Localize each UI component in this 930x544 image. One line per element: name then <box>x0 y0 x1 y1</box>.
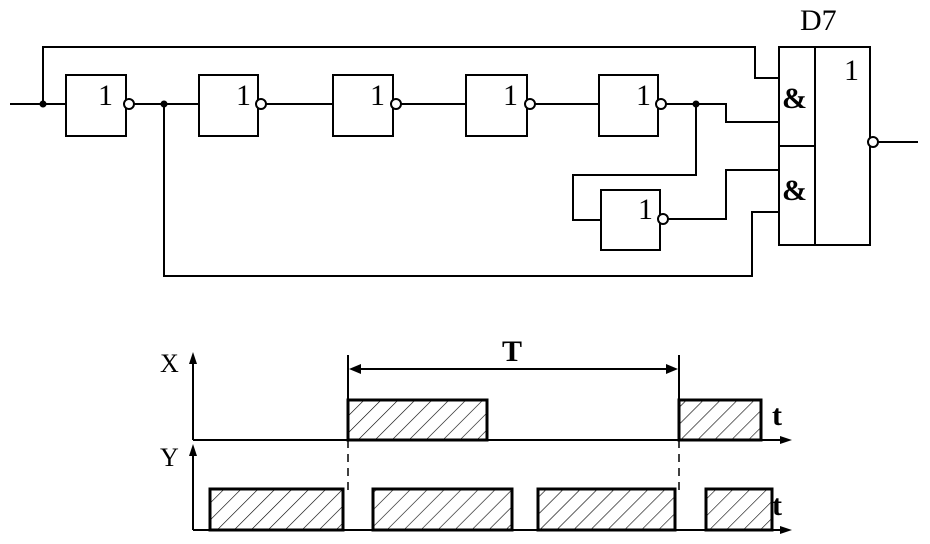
period-marker: T <box>347 335 680 400</box>
inverter-5: 1 <box>598 74 667 137</box>
and-symbol: & <box>782 82 807 115</box>
inverter-2: 1 <box>198 74 267 137</box>
inverter-symbol: 1 <box>370 79 385 112</box>
and-symbol: & <box>782 174 807 207</box>
x-axis-label: X <box>160 349 179 378</box>
inverter-symbol: 1 <box>236 79 251 112</box>
or-gate <box>814 46 871 246</box>
y-pulse <box>371 487 514 532</box>
inverter-symbol: 1 <box>98 79 113 112</box>
or-symbol: 1 <box>844 54 859 87</box>
bottom-feedback-wire <box>163 104 779 277</box>
t-axis-label: t <box>772 489 782 522</box>
and-gate-lower <box>778 145 816 246</box>
chip-label: D7 <box>800 4 837 37</box>
d7-chip: D7 & & 1 <box>778 4 879 246</box>
x-pulse <box>346 398 489 442</box>
y-pulse <box>208 487 345 532</box>
x-pulse <box>677 398 763 442</box>
t-axis-label: t <box>772 399 782 432</box>
y-pulse <box>536 487 677 532</box>
y-axis-label: Y <box>160 443 179 472</box>
inverter-3: 1 <box>332 74 402 137</box>
output-bubble <box>867 136 879 148</box>
timing-diagram: X t T Y t <box>160 335 792 534</box>
inverter-6: 1 <box>600 189 669 251</box>
inverter-symbol: 1 <box>636 79 651 112</box>
inverter-symbol: 1 <box>638 193 653 226</box>
top-bypass-wire <box>42 46 779 104</box>
inverter-symbol: 1 <box>503 79 518 112</box>
circuit: 1 1 1 1 1 <box>10 4 918 277</box>
y-pulse <box>704 487 774 532</box>
inverter-4: 1 <box>465 74 536 137</box>
period-label: T <box>502 335 522 368</box>
inverter-1: 1 <box>65 74 135 137</box>
